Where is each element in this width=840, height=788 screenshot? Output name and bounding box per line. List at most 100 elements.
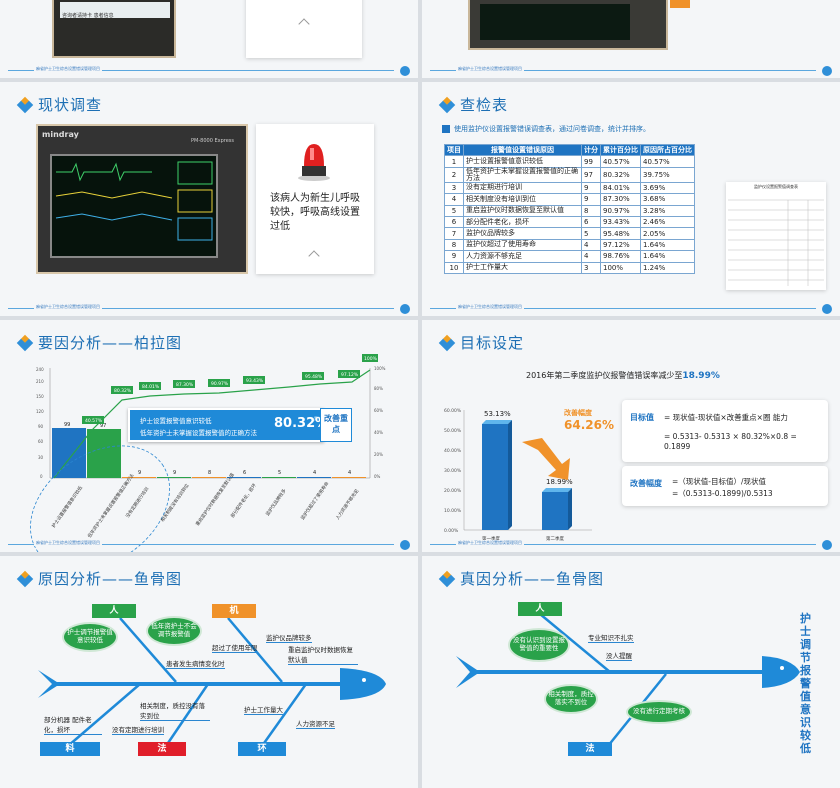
- label-cause: 相关制度，质控没有落实到位: [140, 700, 210, 721]
- cat-material: 料: [40, 742, 100, 756]
- bar-1: [52, 428, 86, 478]
- table-cell: 5: [444, 204, 464, 217]
- cat-method: 法: [138, 742, 186, 756]
- label-cause: 护士工作量大: [244, 706, 283, 715]
- slide-6: 目标设定 2016年第二季度监护仪报警值错误率减少至18.99% 60.00%5…: [422, 320, 840, 552]
- label-cause: 部分机器 配件老化，损坏: [44, 714, 102, 735]
- footer-text: 麻省护士卫生综合设置错误管理项目: [456, 540, 524, 546]
- table-cell: 7: [444, 227, 464, 240]
- svg-text:18.99%: 18.99%: [546, 478, 573, 486]
- fishbone-diagram: [456, 613, 800, 747]
- table-header-cell: 报警值设置错误原因: [463, 143, 582, 157]
- table-cell: 3.68%: [640, 193, 695, 206]
- oval-cause-1: 没有认识到设置报警值的重要性: [508, 628, 570, 662]
- range-label: 改善幅度: [630, 479, 662, 488]
- title-text: 查检表: [460, 96, 509, 114]
- monitor-brand: mindray: [42, 130, 79, 139]
- mini-sheet: 监护仪设置报警值调查表: [726, 182, 826, 290]
- title-text: 原因分析——鱼骨图: [38, 570, 183, 588]
- table-cell: 10: [444, 261, 464, 274]
- screen-strip: 咨询者请持卡 患者信息: [60, 2, 170, 19]
- svg-text:没有定期进行培训: 没有定期进行培训: [124, 485, 151, 519]
- footer-text: 麻省护士卫生综合设置错误管理项目: [34, 66, 102, 72]
- chevron-up-icon: [308, 250, 320, 262]
- footer: 麻省护士卫生综合设置错误管理项目: [422, 64, 840, 78]
- mini-sheet-title: 监护仪设置报警值调查表: [754, 184, 798, 189]
- bar-target: [542, 492, 568, 530]
- svg-text:重启监护仪时数据恢复至默认值: 重启监护仪时数据恢复至默认值: [194, 471, 236, 527]
- svg-text:50.00%: 50.00%: [444, 428, 462, 434]
- slide-7: 原因分析——鱼骨图 人 机 料 法 环 护士调节报警值意识较低 低年资护士不会调…: [0, 556, 418, 788]
- oval-cause-1: 护士调节报警值意识较低: [62, 622, 118, 652]
- svg-text:120: 120: [36, 409, 44, 414]
- slide-8: 真因分析——鱼骨图 人 法 没有认识到设置报警值的重要性 相关制度，质控落实不到…: [422, 556, 840, 788]
- svg-text:150: 150: [36, 394, 44, 399]
- svg-text:0: 0: [40, 474, 43, 479]
- svg-text:87.30%: 87.30%: [176, 382, 194, 388]
- slide-1: 咨询者请持卡 患者信息 麻省护士卫生综合设置错误管理项目: [0, 0, 418, 78]
- table-cell: 84.01%: [600, 181, 641, 195]
- table-cell: 部分配件老化，损坏: [463, 215, 582, 229]
- label-cause: 重启监护仪时数据恢复默认值: [288, 644, 358, 665]
- svg-text:6: 6: [243, 470, 246, 476]
- table-cell: 97.12%: [600, 238, 641, 252]
- improve-value: 64.26%: [564, 418, 614, 432]
- table-cell: 97: [581, 166, 601, 183]
- footer: 麻省护士卫生综合设置错误管理项目: [0, 538, 418, 552]
- table-cell: 人力资源不够充足: [463, 250, 582, 263]
- square-bullet-icon: [442, 125, 450, 133]
- svg-text:95.48%: 95.48%: [305, 374, 323, 380]
- table-cell: 39.75%: [640, 166, 695, 183]
- note-text: 该病人为新生儿呼吸较快，呼吸高线设置过低: [270, 193, 360, 232]
- table-cell: 80.32%: [600, 166, 641, 183]
- fish-head-text: 护士调节报警值意识较低: [800, 612, 811, 755]
- table-cell: 4: [444, 193, 464, 206]
- svg-text:9: 9: [173, 470, 176, 476]
- highlight-ellipse: [30, 445, 170, 552]
- slide-title: 现状调查: [16, 94, 102, 115]
- svg-text:84.01%: 84.01%: [142, 384, 160, 390]
- slide-title: 查检表: [438, 94, 509, 115]
- svg-text:100%: 100%: [374, 366, 386, 371]
- headline-value: 18.99%: [682, 371, 720, 381]
- table-cell: 重启监护仪时数据恢复至默认值: [463, 204, 582, 217]
- cat-machine: 机: [212, 604, 256, 618]
- table-cell: 9: [581, 181, 601, 195]
- screen-text: 咨询者请持卡 患者信息: [62, 13, 114, 19]
- table-cell: 2.05%: [640, 227, 695, 240]
- svg-text:97.12%: 97.12%: [341, 372, 359, 378]
- cat-person: 人: [518, 602, 562, 616]
- bar-4: [157, 477, 191, 478]
- chevron-up-icon: [298, 18, 310, 30]
- range-calc: =（0.5313-0.1899)/0.5313: [672, 489, 773, 498]
- table-header-cell: 累计百分比: [600, 143, 641, 157]
- svg-text:40%: 40%: [374, 430, 383, 435]
- footer: 麻省护士卫生综合设置错误管理项目: [0, 64, 418, 78]
- table-cell: 1.24%: [640, 261, 695, 274]
- table-cell: 40.57%: [600, 155, 641, 168]
- bar-current: [482, 424, 508, 530]
- svg-text:相关制度没有培训到位: 相关制度没有培训到位: [159, 482, 191, 523]
- label-cause: 没人提醒: [606, 652, 632, 661]
- svg-text:8: 8: [208, 470, 211, 476]
- pct-suffix: 累计: [314, 416, 322, 421]
- svg-text:监护仪超过了使用寿命: 监护仪超过了使用寿命: [299, 480, 331, 521]
- mini-sheet-grid: [728, 199, 824, 286]
- table-cell: 2: [444, 166, 464, 183]
- svg-text:0.00%: 0.00%: [444, 528, 459, 534]
- svg-text:4: 4: [348, 470, 351, 476]
- svg-text:30: 30: [38, 455, 44, 460]
- table-cell: 8: [444, 238, 464, 252]
- slide-3: 现状调查 mindray PM-8000 Express 该病人为新生儿呼吸较快…: [0, 82, 418, 316]
- svg-text:100%: 100%: [364, 356, 378, 362]
- table-cell: 3.28%: [640, 204, 695, 217]
- bar-6: [227, 477, 261, 478]
- svg-text:30.00%: 30.00%: [444, 468, 462, 474]
- range-formula: =（现状值-目标值）/现状值: [672, 477, 767, 486]
